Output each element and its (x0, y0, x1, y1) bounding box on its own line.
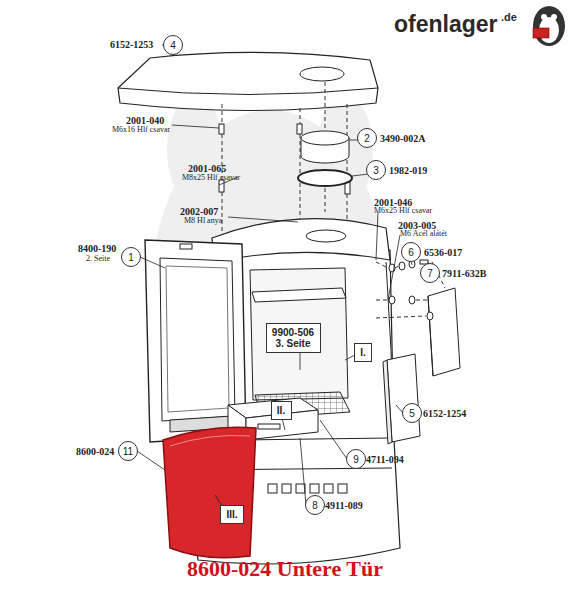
section-box: III. (220, 505, 244, 524)
part-label: 6152-1253 (110, 39, 153, 50)
part-label: 6152-1254 (423, 408, 466, 419)
callout-number: 11 (123, 446, 133, 457)
section-label: I. (360, 347, 366, 358)
part-label: M6x16 Hlf csavar (112, 126, 170, 135)
part-label: 4711-094 (366, 454, 404, 465)
part-label: 2. Seite (86, 255, 110, 264)
callout-circle: 2 (357, 128, 377, 148)
callout-circle: 3 (366, 160, 386, 180)
callout-circle: 4 (163, 35, 183, 55)
callout-circle: 11 (118, 441, 138, 461)
part-label: 7911-632B (442, 268, 486, 279)
part-label: 6536-017 (424, 247, 462, 258)
part-label: 4911-089 (325, 500, 363, 511)
callout-circle: 9 (346, 449, 366, 469)
part-label: 1982-019 (389, 165, 427, 176)
part-label: 8400-190 (78, 243, 116, 254)
part-label: M8 Hl anya (184, 217, 222, 226)
callout-number: 5 (409, 408, 415, 419)
part-label: M8x25 Hlf csavar (182, 174, 240, 183)
callout-circle: 1 (121, 247, 141, 267)
callout-circle: 8 (305, 495, 325, 515)
callout-number: 1 (128, 252, 134, 263)
section-label: III. (226, 509, 237, 520)
part-label: 2001-065 (188, 163, 226, 174)
section-box: I. (354, 343, 372, 362)
logo-text: ofenlager (394, 12, 498, 37)
callout-number: 7 (427, 268, 433, 279)
callout-number: 9 (353, 454, 359, 465)
part-label: M6 Acél alátét (400, 230, 447, 239)
callout-number: 4 (170, 40, 176, 51)
section-box: 9900-5063. Seite (266, 323, 321, 353)
part-label: 2001-040 (126, 115, 164, 126)
section-box: II. (271, 401, 292, 420)
part-label: 2002-007 (180, 206, 218, 217)
caption: 8600-024 Untere Tür (0, 556, 570, 582)
callout-circle: 7 (420, 263, 440, 283)
part-label: M6x25 Hlf csavar (374, 207, 432, 216)
part-label: 3490-002A (380, 133, 426, 144)
section-label: 3. Seite (275, 338, 310, 349)
logo-icon (533, 6, 565, 46)
callout-number: 6 (408, 247, 414, 258)
callout-circle: 5 (402, 403, 422, 423)
part-label: 8600-024 (76, 446, 114, 457)
callout-number: 3 (373, 165, 379, 176)
callout-circle: 6 (401, 242, 421, 262)
section-label: II. (277, 405, 285, 416)
callout-number: 8 (312, 500, 318, 511)
callout-number: 2 (364, 133, 370, 144)
section-label: 9900-506 (272, 327, 314, 338)
logo-text: .de (501, 11, 517, 23)
